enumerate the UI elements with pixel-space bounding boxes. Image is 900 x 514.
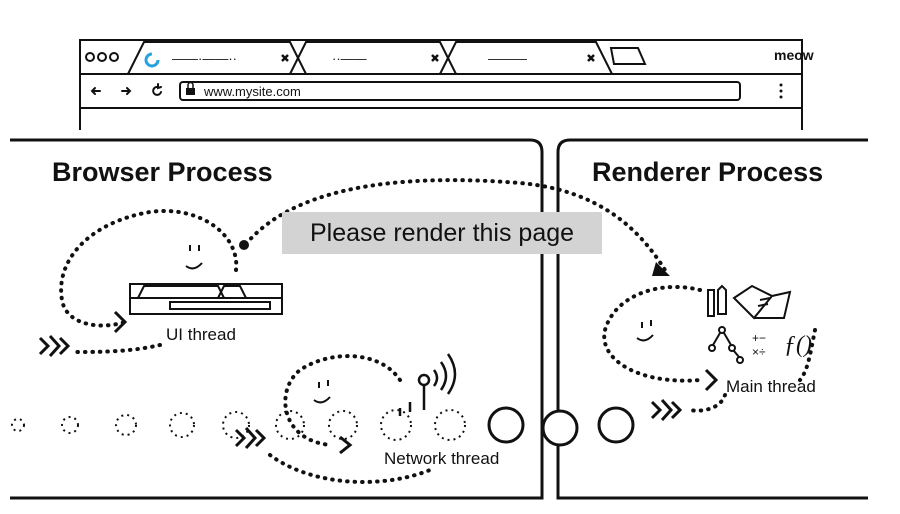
network-thread-label: Network thread [384,449,500,468]
math-symbols-icon: +− ×÷ ƒ() [752,331,812,359]
address-bar[interactable] [179,81,741,101]
menu-dots-icon[interactable] [779,83,783,99]
browser-window [79,39,803,130]
network-thread-face [313,380,331,404]
thread-pool-dots [11,409,466,441]
ui-thread-creature [59,209,239,354]
tools-icon [707,284,792,364]
mini-browser-icon [129,283,283,315]
ui-thread-face [185,245,203,270]
main-fast-chevrons-icon [650,398,683,422]
network-fast-chevrons-icon [234,426,267,450]
tab-2[interactable] [289,41,457,75]
ruler-icon [707,289,715,317]
message-arrowhead [652,262,670,276]
tab-title-3[interactable]: ——— [488,51,527,66]
close-icon [587,54,595,62]
antenna-icon [398,353,457,416]
pencil-icon [717,284,727,315]
url-text[interactable]: www.mysite.com [204,84,301,99]
network-thread-creature [268,354,432,484]
ui-thread-label: UI thread [166,325,236,344]
browser-process-title: Browser Process [52,157,273,187]
tab-title-2[interactable]: ··—— [332,51,367,66]
renderer-process-title: Renderer Process [592,157,824,187]
ui-thread-arrow-icon [113,310,128,334]
network-arrow-icon [339,435,353,455]
tab-title-1[interactable]: ——·——·· [172,51,237,66]
svg-text:ƒ(): ƒ() [784,332,812,358]
message-path [244,178,667,272]
svg-text:×÷: ×÷ [752,345,766,359]
main-thread-label: Main thread [726,377,816,396]
svg-text:+−: +− [752,331,766,345]
main-thread-face [636,320,654,342]
message-box: Please render this page [282,212,602,254]
browser-process-box [10,138,544,500]
window-controls-icon[interactable] [85,52,119,62]
book-icon [732,284,774,320]
ipc-circles [487,406,635,447]
main-thread-arrow-icon [704,368,719,392]
message-text: Please render this page [309,218,575,247]
window-label: meow [774,47,814,63]
tab-3[interactable] [439,41,613,75]
renderer-process-box [556,138,868,500]
loading-spinner-icon [144,52,160,68]
reload-icon[interactable] [152,83,162,96]
ui-fast-chevrons-icon [38,334,71,358]
lock-icon [186,81,195,95]
close-icon [281,54,289,62]
close-icon [431,54,439,62]
new-tab-button[interactable] [609,47,647,65]
forward-arrow-icon[interactable] [121,87,132,95]
main-thread-creature [602,285,817,413]
tree-icon [708,326,744,364]
back-arrow-icon[interactable] [90,87,101,95]
tab-close-icons[interactable] [281,54,595,62]
